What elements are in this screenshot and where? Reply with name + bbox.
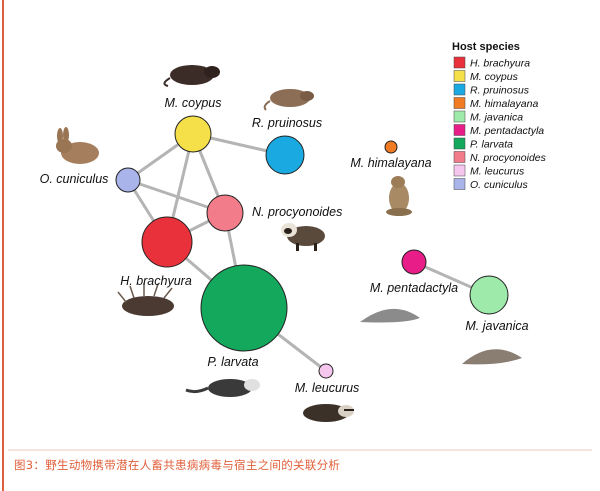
legend-swatch	[453, 110, 466, 123]
legend-swatch	[453, 56, 466, 69]
coypus-icon	[163, 65, 220, 87]
node-label-m-javanica: M. javanica	[465, 319, 528, 333]
node-label-m-pentadactyla: M. pentadactyla	[370, 281, 458, 295]
node-label-r-pruinosus: R. pruinosus	[252, 116, 322, 130]
node-p-larvata[interactable]	[200, 264, 288, 352]
pangolin-icon	[360, 308, 420, 323]
civet-icon	[185, 379, 260, 397]
node-h-brachyura[interactable]	[141, 216, 193, 268]
node-m-leucurus[interactable]	[318, 363, 334, 379]
node-labels: M. coypus R. pruinosus O. cuniculus N. p…	[40, 96, 529, 395]
network-nodes	[115, 115, 509, 379]
node-label-o-cuniculus: O. cuniculus	[40, 172, 109, 186]
node-m-coypus[interactable]	[174, 115, 212, 153]
legend-swatch	[453, 97, 466, 109]
node-label-p-larvata: P. larvata	[207, 355, 258, 369]
raccoon-dog-icon	[281, 223, 325, 251]
legend-label: M. coypus	[470, 71, 519, 83]
legend-swatch	[453, 83, 466, 96]
node-m-himalayana[interactable]	[384, 140, 398, 154]
node-label-h-brachyura: H. brachyura	[120, 274, 192, 288]
node-n-procyonoides[interactable]	[206, 194, 244, 232]
legend-swatch	[453, 164, 466, 177]
node-m-javanica[interactable]	[469, 275, 509, 315]
legend-swatch	[453, 178, 466, 190]
porcupine-icon	[117, 283, 174, 316]
legend-label: M. javanica	[470, 112, 523, 124]
legend-label: H. brachyura	[470, 58, 530, 70]
legend-label: M. leucurus	[470, 166, 525, 178]
marmot-icon	[386, 176, 412, 216]
animal-illustrations	[56, 65, 522, 422]
legend-label: P. larvata	[470, 139, 513, 151]
legend-label: O. cuniculus	[470, 179, 529, 191]
node-r-pruinosus[interactable]	[265, 135, 305, 175]
badger-icon	[303, 404, 354, 422]
legend-swatch	[453, 124, 466, 136]
node-label-m-coypus: M. coypus	[165, 96, 222, 110]
legend-label: R. pruinosus	[470, 85, 530, 97]
node-m-pentadactyla[interactable]	[401, 249, 427, 275]
legend-label: M. himalayana	[470, 98, 538, 110]
rat-icon	[263, 89, 314, 111]
legend-label: N. procyonoides	[470, 152, 547, 164]
legend-label: M. pentadactyla	[470, 125, 544, 137]
node-label-n-procyonoides: N. procyonoides	[252, 205, 342, 219]
figure-caption: 图3：野生动物携带潜在人畜共患病病毒与宿主之间的关联分析	[14, 458, 341, 472]
node-o-cuniculus[interactable]	[115, 167, 141, 193]
rabbit-icon	[56, 127, 99, 164]
node-label-m-himalayana: M. himalayana	[350, 156, 431, 170]
node-label-m-leucurus: M. leucurus	[295, 381, 360, 395]
legend-title: Host species	[452, 41, 520, 53]
legend-swatch	[453, 151, 466, 163]
legend-swatch	[453, 137, 466, 150]
legend-swatch	[453, 70, 466, 82]
pangolin-javanica-icon	[462, 349, 522, 365]
